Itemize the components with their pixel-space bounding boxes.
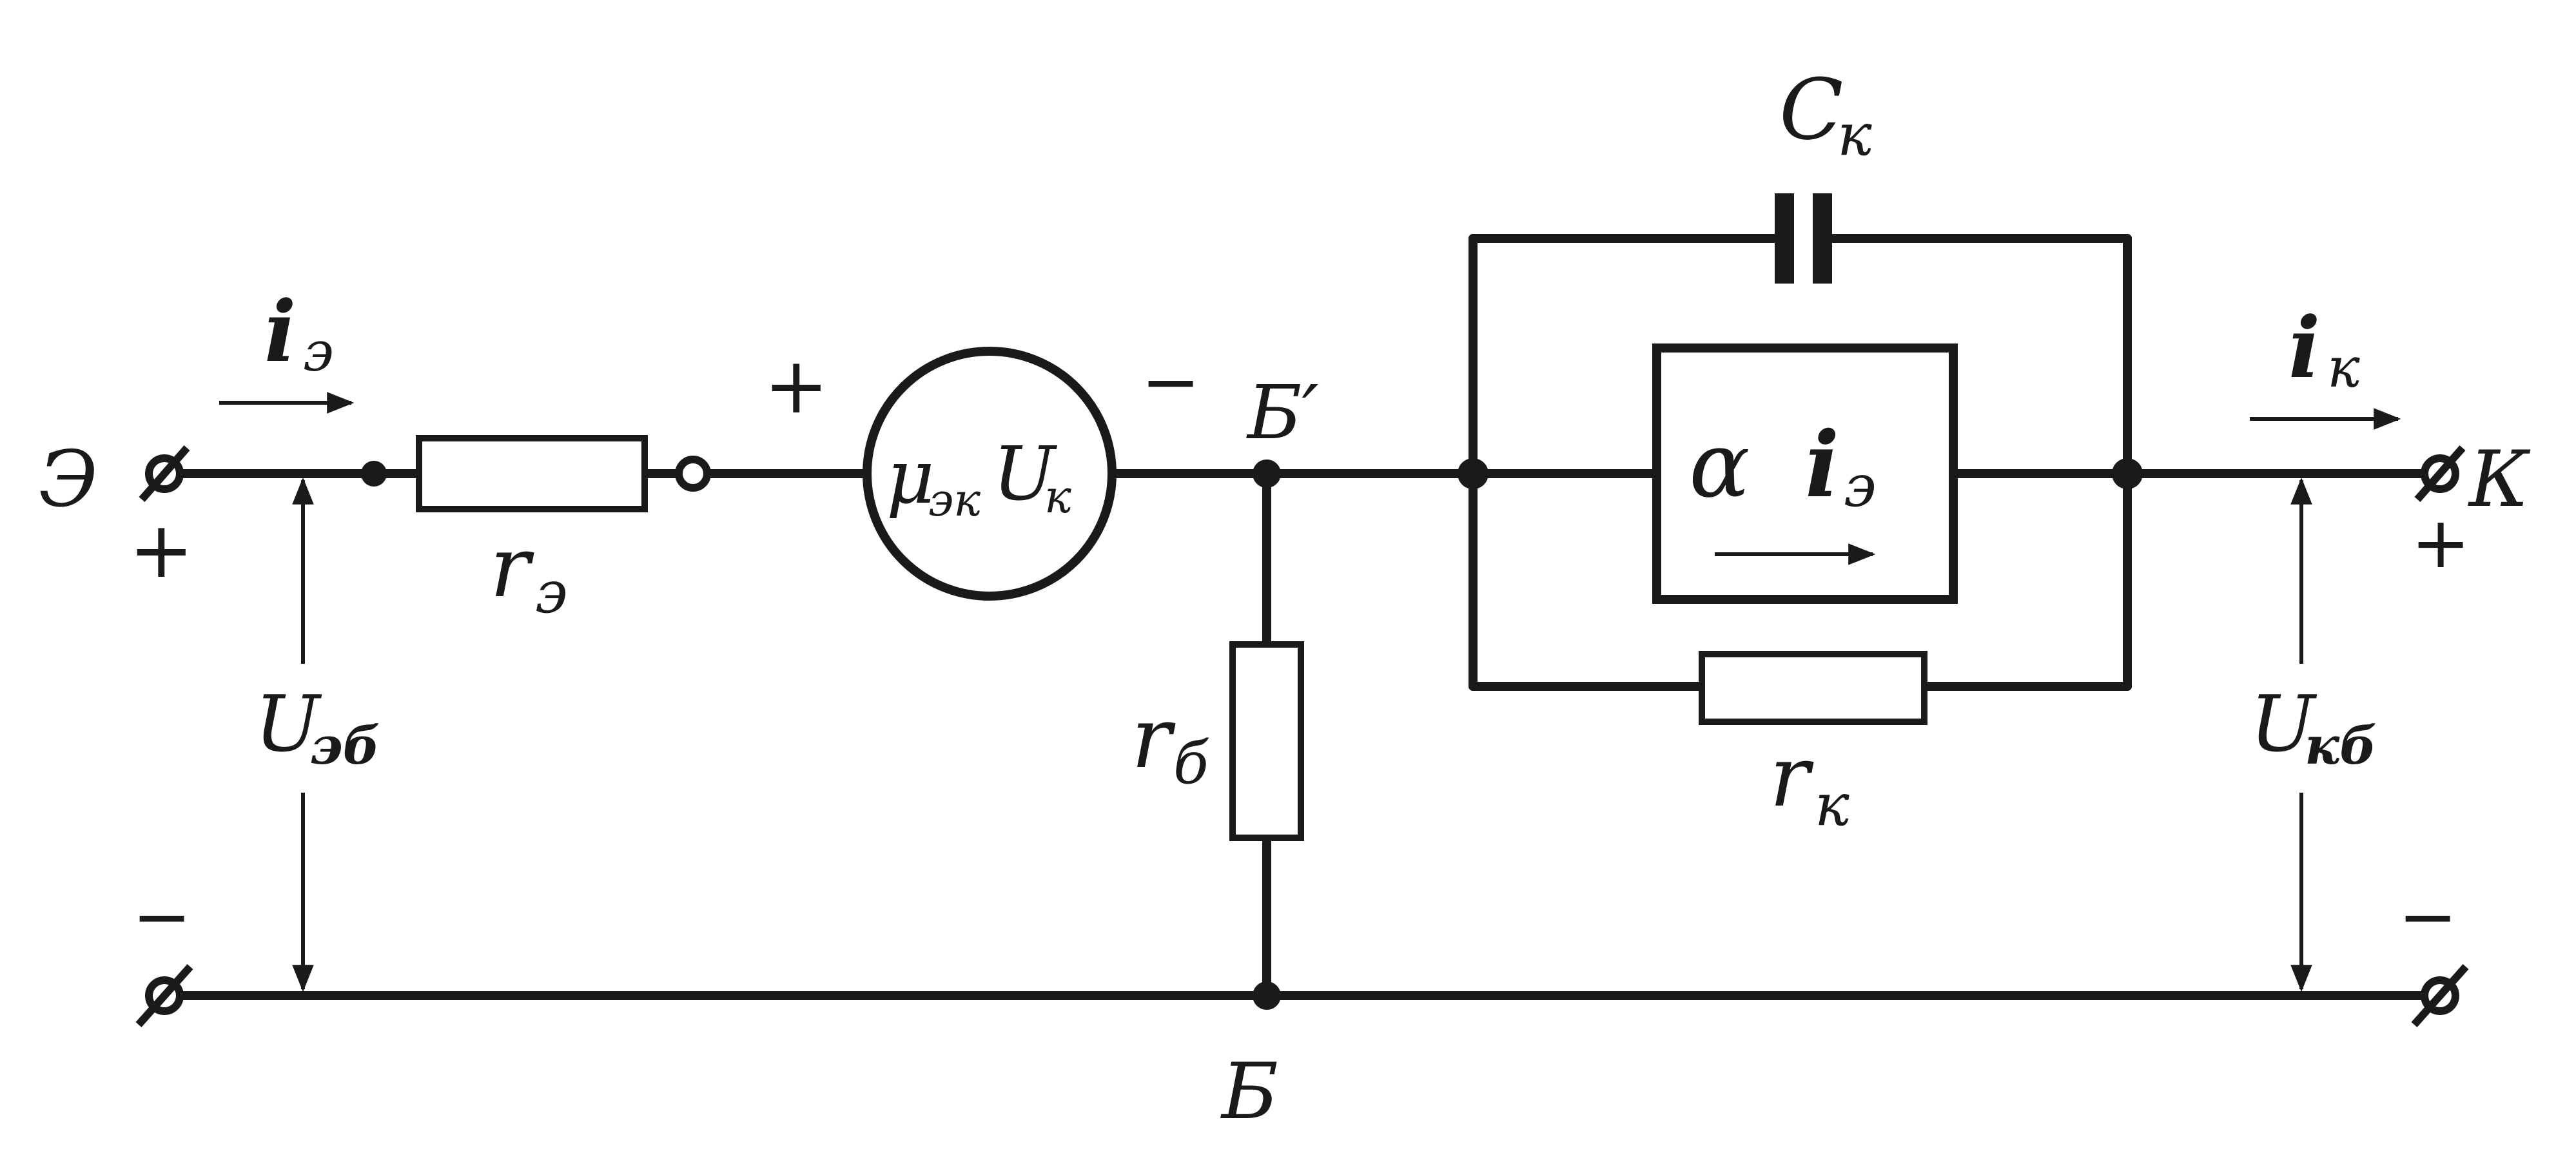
terminal-emitter bbox=[139, 445, 190, 502]
svg-text:i: i bbox=[2288, 298, 2320, 397]
svg-text:к: к bbox=[1044, 470, 1071, 523]
label-emitter: Э bbox=[39, 435, 98, 525]
junction-parallel-right bbox=[2112, 458, 2143, 489]
sign-ground-right-minus: − bbox=[2398, 875, 2457, 958]
svg-text:к: к bbox=[2327, 336, 2360, 400]
label-voltage-ueb: U эб bbox=[255, 680, 380, 776]
svg-text:U: U bbox=[993, 431, 1058, 517]
sign-collector-plus: + bbox=[2411, 501, 2470, 584]
svg-text:r: r bbox=[1770, 728, 1814, 826]
svg-text:к: к bbox=[1815, 771, 1849, 839]
current-source-box bbox=[1652, 343, 1958, 604]
svg-text:i: i bbox=[1805, 412, 1839, 518]
junction-re-right bbox=[675, 456, 711, 492]
svg-text:r: r bbox=[490, 518, 534, 616]
junction-base-internal bbox=[1253, 459, 1281, 488]
svg-text:α: α bbox=[1689, 413, 1750, 518]
wires bbox=[170, 234, 2435, 1000]
junction-re-left bbox=[361, 461, 387, 487]
label-source-current: α i э bbox=[1689, 412, 1876, 520]
terminal-collector bbox=[2414, 445, 2466, 502]
capacitor-ck bbox=[1775, 193, 1832, 284]
resistor-rk bbox=[1699, 651, 1927, 725]
svg-text:U: U bbox=[255, 680, 322, 769]
svg-text:кб: кб bbox=[2305, 715, 2377, 776]
terminal-ground-left bbox=[135, 964, 193, 1027]
svg-text:эк: эк bbox=[928, 474, 981, 527]
label-capacitor-ck: C к bbox=[1779, 61, 1872, 169]
sign-source-minus: − bbox=[1141, 340, 1200, 423]
voltage-source bbox=[863, 347, 1117, 601]
label-resistor-rb: r б bbox=[1131, 689, 1209, 797]
svg-text:i: i bbox=[264, 282, 296, 381]
resistor-rb bbox=[1229, 641, 1304, 841]
svg-text:C: C bbox=[1779, 61, 1843, 159]
junction-parallel-left bbox=[1458, 458, 1488, 489]
svg-text:э: э bbox=[535, 559, 567, 626]
junction-base bbox=[1253, 981, 1281, 1010]
label-resistor-re: r э bbox=[490, 518, 567, 626]
svg-text:μ: μ bbox=[886, 434, 935, 521]
resistor-re bbox=[416, 435, 648, 512]
label-base: Б bbox=[1220, 1047, 1278, 1137]
label-voltage-source: μ эк U к bbox=[886, 431, 1071, 527]
svg-text:U: U bbox=[2250, 680, 2317, 769]
terminal-ground-right bbox=[2411, 964, 2469, 1027]
label-base-internal: Б′ bbox=[1246, 370, 1319, 456]
label-resistor-rk: r к bbox=[1770, 728, 1849, 839]
svg-text:э: э bbox=[1844, 452, 1876, 520]
svg-text:б: б bbox=[1173, 730, 1209, 797]
sign-ground-left-minus: − bbox=[132, 875, 191, 958]
svg-text:э: э bbox=[303, 320, 334, 384]
svg-text:r: r bbox=[1131, 689, 1176, 787]
svg-text:к: к bbox=[1837, 101, 1872, 169]
sign-source-plus: + bbox=[764, 342, 829, 431]
label-collector: К bbox=[2468, 435, 2531, 525]
label-voltage-ukb: U кб bbox=[2250, 680, 2377, 776]
label-collector-current: i к bbox=[2288, 298, 2360, 400]
sign-emitter-plus: + bbox=[129, 506, 194, 595]
svg-text:эб: эб bbox=[309, 715, 380, 776]
label-emitter-current: i э bbox=[264, 282, 334, 384]
